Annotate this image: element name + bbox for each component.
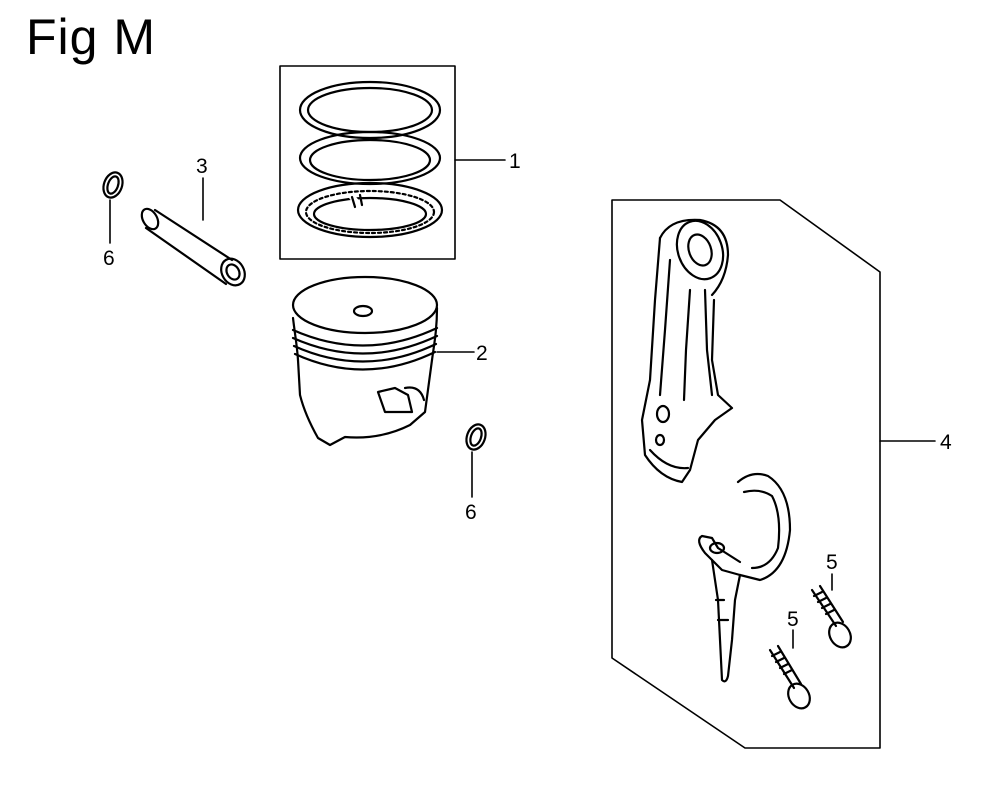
piston-pin (140, 177, 246, 287)
connecting-rod-set (611, 199, 936, 749)
rod-bolt-upper (810, 573, 852, 649)
callout-pin-clip-left: 6 (103, 247, 115, 270)
callout-rod-bolt-upper: 5 (826, 551, 838, 574)
callout-rod-bolt-lower: 5 (787, 608, 799, 631)
pin-clip-left (102, 171, 124, 244)
callout-piston-ring-set: 1 (509, 150, 521, 173)
piston (291, 275, 475, 447)
pin-clip-right (465, 423, 487, 498)
rod-cap (698, 472, 792, 683)
callout-piston: 2 (476, 342, 488, 365)
connecting-rod (640, 218, 734, 484)
figure-title: Fig M (26, 9, 156, 65)
piston-ring-set (279, 65, 506, 260)
rod-bolt-lower (768, 629, 811, 710)
callout-connecting-rod-set: 4 (940, 431, 952, 454)
callout-piston-pin: 3 (196, 155, 208, 178)
callout-pin-clip-right: 6 (465, 501, 477, 524)
